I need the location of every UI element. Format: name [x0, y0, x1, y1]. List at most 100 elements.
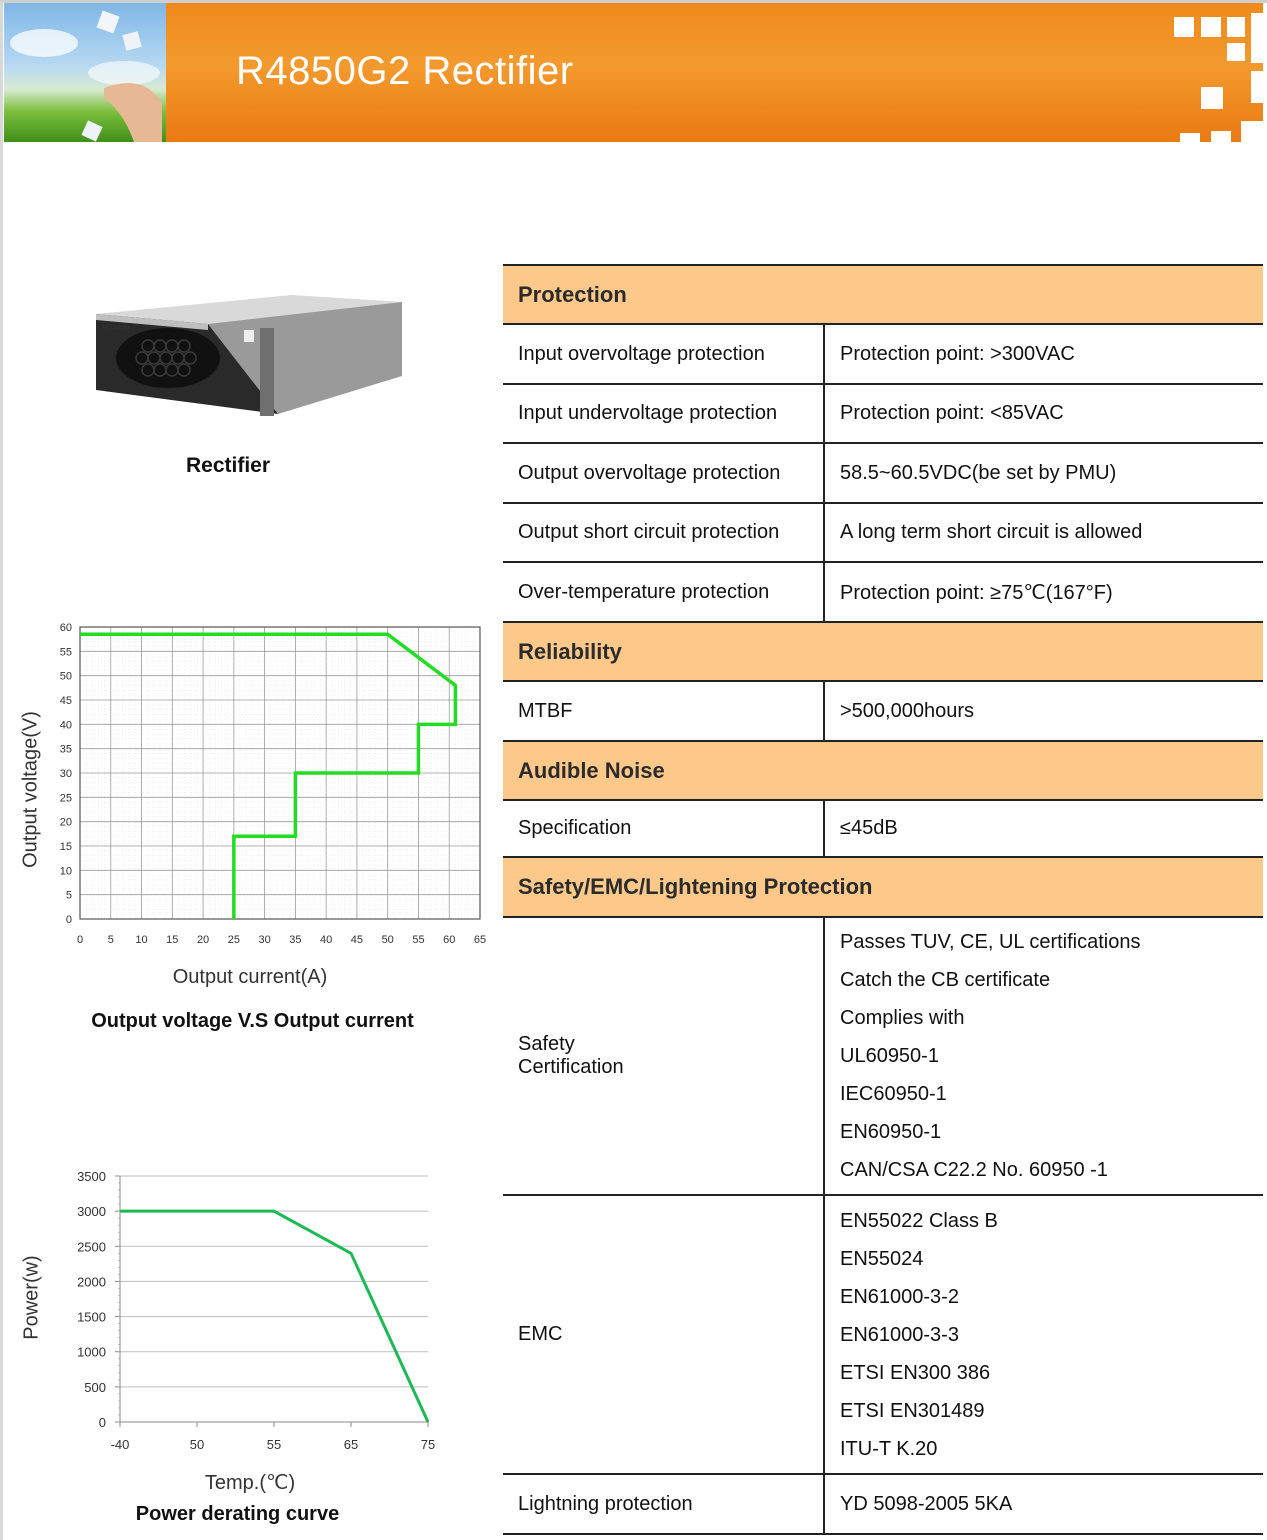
row-value: >500,000hours: [824, 681, 1263, 742]
x-tick-label: 15: [166, 934, 178, 946]
y-tick-label: 0: [99, 1415, 106, 1430]
section-title: Safety/EMC/Lightening Protection: [503, 857, 1263, 918]
list-item: ETSI EN301489: [840, 1399, 985, 1422]
section-title: Audible Noise: [503, 741, 1263, 801]
section-title: Protection: [503, 264, 1263, 325]
list-item: Catch the CB certificate: [840, 969, 1051, 991]
list-item: EN55022 Class B: [840, 1209, 998, 1232]
x-tick-label: 50: [382, 934, 394, 946]
y-tick-label: 45: [60, 695, 72, 707]
row-label: Input overvoltage protection: [503, 324, 825, 385]
list-item: EN61000-3-3: [840, 1323, 959, 1346]
spec-table: Protection Input overvoltage protection …: [503, 264, 1263, 1535]
certification-label-line: Certification: [518, 1056, 624, 1078]
list-item: ETSI EN300 386: [840, 1361, 991, 1384]
derating-x-axis-label: Temp.(℃): [204, 1472, 296, 1494]
list-item: EN61000-3-2: [840, 1285, 959, 1308]
list-item: Complies with: [840, 1007, 965, 1029]
x-tick-label: -40: [111, 1437, 130, 1452]
vi-chart-caption: Output voltage V.S Output current: [91, 1010, 414, 1032]
section-safety: Safety/EMC/Lightening Protection: [503, 857, 1263, 918]
table-row: MTBF >500,000hours: [503, 681, 1263, 742]
x-tick-label: 55: [412, 934, 424, 946]
derating-y-axis-label: Power(w): [20, 1255, 43, 1340]
y-tick-label: 40: [60, 719, 72, 731]
section-title: Reliability: [503, 622, 1263, 682]
table-row: Safety Certification Passes TUV, CE, UL …: [503, 917, 1263, 1196]
header-photo: [4, 3, 166, 142]
y-tick-label: 1000: [77, 1345, 106, 1360]
y-tick-label: 0: [66, 914, 72, 926]
x-tick-label: 75: [421, 1437, 435, 1452]
list-item: ITU-T K.20: [840, 1437, 938, 1460]
y-tick-label: 15: [60, 841, 72, 853]
page-title: R4850G2 Rectifier: [236, 49, 574, 93]
vi-curve-line: [80, 632, 458, 919]
vi-x-axis-label: Output current(A): [172, 966, 328, 988]
list-item: Passes TUV, CE, UL certifications: [840, 931, 1141, 953]
row-label: Input undervoltage protection: [503, 384, 825, 444]
row-label: Over-temperature protection: [503, 562, 825, 623]
y-tick-label: 3000: [77, 1204, 106, 1219]
table-row: Output short circuit protection A long t…: [503, 503, 1263, 563]
list-item: EN60950-1: [840, 1121, 942, 1143]
row-value: Protection point: <85VAC: [824, 384, 1263, 444]
table-row: Lightning protection YD 5098-2005 5KA: [503, 1474, 1263, 1535]
x-tick-label: 60: [443, 934, 455, 946]
table-row: Input overvoltage protection Protection …: [503, 324, 1263, 385]
x-tick-label: 55: [267, 1437, 281, 1452]
table-row: Input undervoltage protection Protection…: [503, 384, 1263, 444]
row-value: Protection point: >300VAC: [824, 324, 1263, 385]
row-value: Protection point: ≥75℃(167°F): [824, 562, 1263, 623]
x-tick-label: 40: [320, 934, 332, 946]
y-tick-label: 2500: [77, 1239, 106, 1254]
table-row: Over-temperature protection Protection p…: [503, 562, 1263, 623]
x-tick-label: 45: [351, 934, 363, 946]
section-reliability: Reliability: [503, 622, 1263, 682]
table-row: Specification ≤45dB: [503, 800, 1263, 858]
y-tick-label: 10: [60, 865, 72, 877]
table-row: EMC EN55022 Class B EN55024 EN61000-3-2 …: [503, 1195, 1263, 1475]
y-tick-label: 50: [60, 671, 72, 683]
x-tick-label: 25: [228, 934, 240, 946]
y-tick-label: 25: [60, 792, 72, 804]
x-tick-label: 20: [197, 934, 209, 946]
row-value: YD 5098-2005 5KA: [824, 1474, 1263, 1535]
y-tick-label: 500: [84, 1380, 106, 1395]
row-value: A long term short circuit is allowed: [824, 503, 1263, 563]
x-tick-label: 0: [77, 934, 83, 946]
emc-list: EN55022 Class B EN55024 EN61000-3-2 EN61…: [824, 1195, 1263, 1475]
product-caption: Rectifier: [185, 454, 271, 477]
y-tick-label: 5: [66, 890, 72, 902]
y-tick-label: 20: [60, 817, 72, 829]
list-item: UL60950-1: [840, 1045, 939, 1067]
x-tick-label: 10: [135, 934, 147, 946]
list-item: IEC60950-1: [840, 1083, 947, 1105]
x-tick-label: 65: [344, 1437, 358, 1452]
y-tick-label: 1500: [77, 1310, 106, 1325]
row-label: MTBF: [503, 681, 825, 742]
x-tick-label: 35: [289, 934, 301, 946]
row-label: Specification: [503, 800, 825, 858]
y-tick-label: 2000: [77, 1274, 106, 1289]
x-tick-label: 30: [258, 934, 270, 946]
y-tick-label: 3500: [77, 1169, 106, 1184]
table-row: Output overvoltage protection 58.5~60.5V…: [503, 443, 1263, 504]
list-item: EN55024: [840, 1247, 924, 1270]
row-label: Output overvoltage protection: [503, 443, 825, 504]
safety-cert-list: Passes TUV, CE, UL certifications Catch …: [824, 917, 1263, 1196]
list-item: CAN/CSA C22.2 No. 60950 -1: [840, 1159, 1108, 1181]
y-tick-label: 60: [60, 622, 72, 634]
rectifier-product-image: HUAWEI: [88, 290, 408, 420]
safety-cert-label: Safety Certification: [503, 917, 825, 1196]
section-protection: Protection: [503, 264, 1263, 325]
y-tick-label: 55: [60, 646, 72, 658]
row-label: Output short circuit protection: [503, 503, 825, 563]
product-brand-text: HUAWEI: [102, 325, 130, 332]
row-label: Lightning protection: [503, 1474, 825, 1535]
derating-chart-caption: Power derating curve: [135, 1503, 340, 1525]
header-banner: R4850G2 Rectifier: [4, 3, 1263, 142]
x-tick-label: 65: [474, 934, 486, 946]
